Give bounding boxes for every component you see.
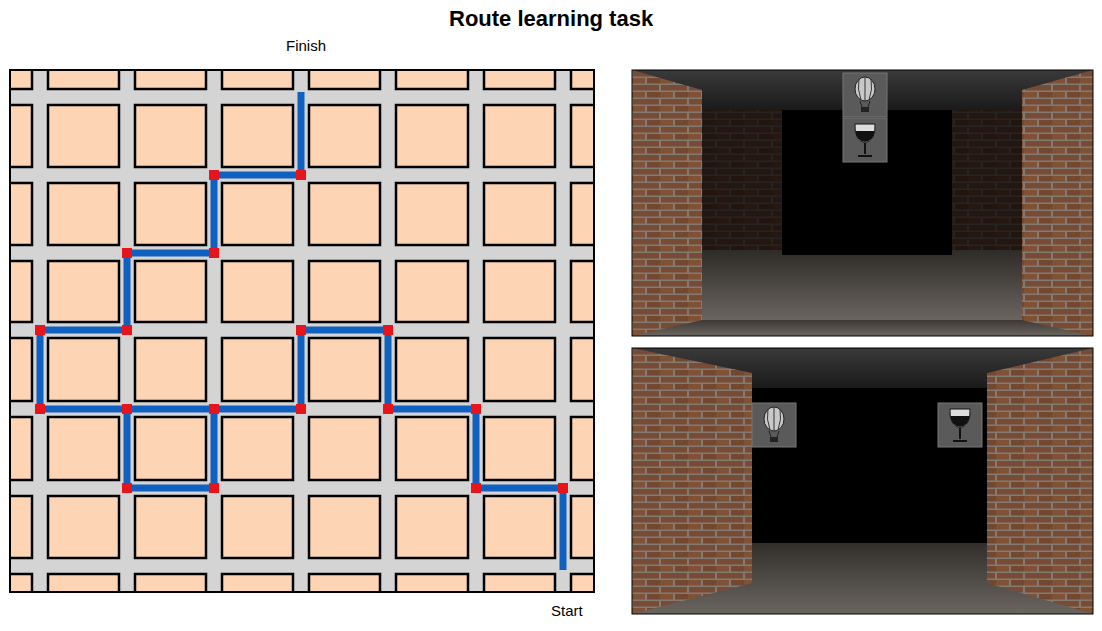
turn-marker: [209, 170, 219, 180]
city-block: [11, 261, 32, 322]
city-block: [396, 261, 468, 322]
city-block: [11, 417, 32, 480]
city-block: [396, 105, 468, 167]
city-block: [135, 417, 206, 480]
turn-marker: [122, 404, 132, 414]
city-block: [571, 417, 593, 480]
city-block: [484, 417, 555, 480]
city-block: [484, 574, 555, 591]
city-block: [11, 496, 32, 558]
city-block: [135, 261, 206, 322]
city-block: [484, 105, 555, 167]
city-block: [396, 574, 468, 591]
city-block: [222, 496, 293, 558]
turn-marker: [558, 483, 568, 493]
city-block: [396, 71, 468, 89]
city-block: [135, 183, 206, 245]
city-block: [222, 574, 293, 591]
city-block: [396, 183, 468, 245]
city-block: [484, 496, 555, 558]
city-block: [48, 496, 119, 558]
turn-marker: [296, 404, 306, 414]
turn-marker: [122, 483, 132, 493]
map-label: Start: [551, 602, 583, 619]
city-block: [309, 105, 380, 167]
city-block: [135, 71, 206, 89]
city-block: [222, 338, 293, 401]
city-block: [222, 261, 293, 322]
city-block: [571, 71, 593, 89]
city-block: [484, 183, 555, 245]
city-block: [309, 261, 380, 322]
city-block: [11, 183, 32, 245]
city-block: [222, 183, 293, 245]
turn-marker: [471, 483, 481, 493]
city-block: [571, 496, 593, 558]
turn-marker: [383, 325, 393, 335]
turn-marker: [209, 248, 219, 258]
city-block: [11, 338, 32, 401]
city-block: [48, 417, 119, 480]
city-block: [48, 261, 119, 322]
city-block: [484, 261, 555, 322]
figure-title: Route learning task: [449, 6, 653, 32]
city-block: [571, 338, 593, 401]
city-block: [48, 183, 119, 245]
city-block: [11, 71, 32, 89]
city-block: [396, 496, 468, 558]
city-block: [135, 338, 206, 401]
map-label: Finish: [286, 37, 326, 54]
city-block: [571, 574, 593, 591]
city-block: [135, 574, 206, 591]
city-block: [11, 574, 32, 591]
turn-marker: [296, 325, 306, 335]
city-block: [484, 71, 555, 89]
turn-marker: [35, 404, 45, 414]
city-block: [48, 105, 119, 167]
city-block: [309, 71, 380, 89]
turn-marker: [122, 325, 132, 335]
city-block: [396, 417, 468, 480]
city-block: [11, 105, 32, 167]
city-block: [309, 574, 380, 591]
city-block: [309, 183, 380, 245]
city-block: [309, 417, 380, 480]
city-block: [135, 496, 206, 558]
city-block: [396, 338, 468, 401]
city-blocks: [11, 71, 593, 591]
city-block: [48, 71, 119, 89]
city-block: [571, 105, 593, 167]
city-block: [222, 71, 293, 89]
turn-marker: [383, 404, 393, 414]
city-block: [484, 338, 555, 401]
city-block: [571, 261, 593, 322]
city-block: [309, 338, 380, 401]
city-block: [135, 105, 206, 167]
turn-marker: [296, 170, 306, 180]
route-path: [127, 406, 214, 413]
city-block: [48, 574, 119, 591]
route-path: [40, 92, 563, 570]
turn-marker: [471, 404, 481, 414]
city-block: [222, 417, 293, 480]
turn-marker: [122, 248, 132, 258]
turn-marker: [35, 325, 45, 335]
city-block: [48, 338, 119, 401]
turn-marker: [209, 483, 219, 493]
city-block: [222, 105, 293, 167]
city-block: [309, 496, 380, 558]
turn-marker: [209, 404, 219, 414]
city-block: [571, 183, 593, 245]
